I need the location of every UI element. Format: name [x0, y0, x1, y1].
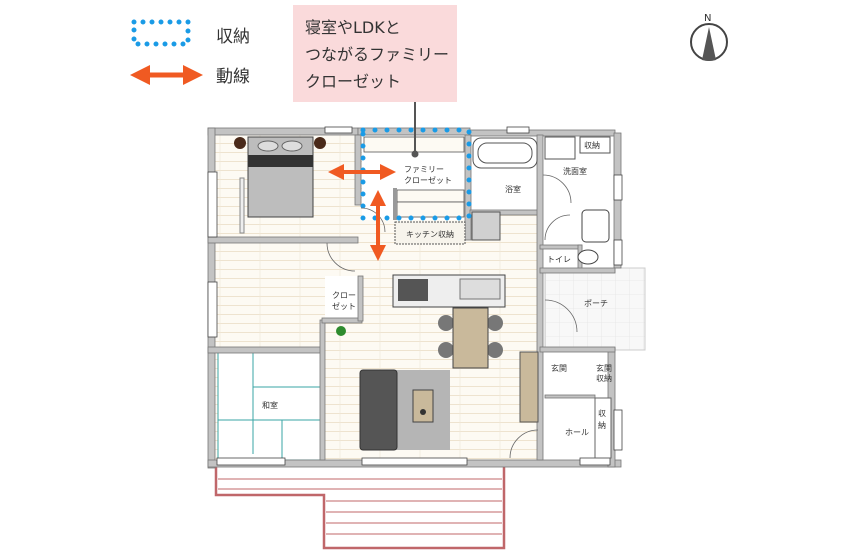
- windows: [207, 126, 623, 466]
- legend-storage-label: 収納: [216, 27, 250, 47]
- bath-label: 浴室: [505, 184, 521, 194]
- kitchen-counter: [392, 274, 506, 308]
- porch-floor: [544, 267, 646, 351]
- kitchen-storage-label: キッチン収納: [406, 229, 454, 239]
- legend: 収納 動線: [130, 19, 250, 87]
- north-compass-icon: N: [690, 13, 728, 61]
- tv-stand: [519, 351, 539, 423]
- dining-set: [438, 307, 503, 369]
- hall-storage-label-1: 収: [598, 408, 606, 418]
- japanese-room-label: 和室: [262, 400, 278, 410]
- hall-storage-label-2: 納: [598, 420, 606, 430]
- bathtub: [472, 137, 538, 169]
- family-closet-label-2: クローゼット: [404, 175, 452, 185]
- callout-line-2: つながるファミリー: [305, 45, 449, 64]
- family-closet-label-1: ファミリー: [404, 165, 444, 174]
- entrance-storage-label-2: 収納: [596, 373, 612, 383]
- storage-legend-swatch: [131, 19, 191, 47]
- callout: 寝室やLDKと つながるファミリー クローゼット: [293, 5, 457, 102]
- porch-label: ポーチ: [584, 299, 608, 308]
- hall-label: ホール: [565, 428, 589, 437]
- plant-icon: [336, 326, 346, 336]
- callout-line-3: クローゼット: [305, 72, 401, 91]
- washroom-label: 洗面室: [563, 166, 587, 176]
- family-closet: [363, 136, 465, 220]
- closet-label-1: クロー: [332, 291, 356, 300]
- callout-line-1: 寝室やLDKと: [305, 18, 401, 37]
- wood-deck: [214, 467, 506, 550]
- sofa: [359, 369, 450, 451]
- entrance-storage-label-1: 玄関: [596, 363, 612, 373]
- entrance-label: 玄関: [551, 363, 567, 373]
- compass-label: N: [704, 13, 711, 24]
- legend-flow-label: 動線: [216, 67, 250, 87]
- bed: [234, 136, 326, 234]
- toilet-label: トイレ: [547, 255, 571, 264]
- washroom-storage-label: 収納: [584, 140, 600, 150]
- closet-label-2: ゼット: [332, 301, 356, 311]
